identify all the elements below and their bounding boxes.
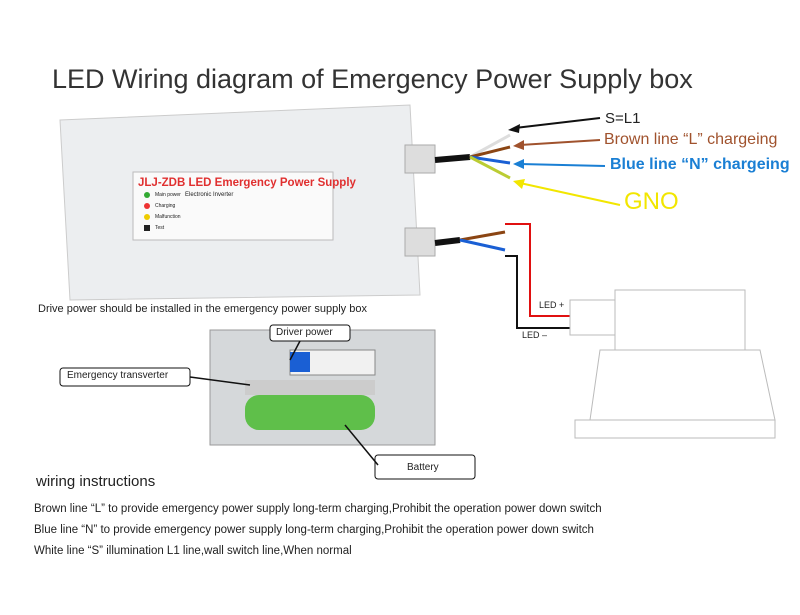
downlight-drawing: [569, 289, 776, 439]
callout-battery: Battery: [407, 462, 439, 473]
box-label-inverter: Electronic Inverter: [185, 192, 234, 198]
callout-driver-power: Driver power: [276, 327, 333, 338]
gno-label: GNO: [624, 188, 679, 215]
instructions-heading: wiring instructions: [36, 473, 156, 490]
battery-photo: [245, 395, 375, 430]
instruction-line: Blue line “N” to provide emergency power…: [34, 524, 594, 536]
cable-gland-bottom: [404, 227, 436, 257]
transverter-photo: [245, 380, 375, 395]
page-title: LED Wiring diagram of Emergency Power Su…: [52, 64, 693, 94]
led-minus-label: LED –: [522, 330, 548, 340]
s-line-label: S=L1: [605, 110, 641, 127]
led-plus-label: LED +: [539, 300, 565, 310]
drive-note: Drive power should be installed in the e…: [38, 303, 367, 315]
indicator-charging: Charging: [155, 203, 176, 209]
instruction-line: Brown line “L” to provide emergency powe…: [34, 503, 602, 515]
indicator-test: Test: [155, 225, 165, 231]
box-label-title: JLJ-ZDB LED Emergency Power Supply: [138, 177, 356, 189]
callout-transverter: Emergency transverter: [67, 370, 169, 381]
cable-gland-top: [404, 144, 436, 174]
brown-line-label: Brown line “L” chargeing: [604, 131, 778, 148]
blue-line-label: Blue line “N” chargeing: [610, 156, 790, 173]
box-label-plate: [132, 171, 334, 241]
instruction-line: White line “S” illumination L1 line,wall…: [34, 545, 352, 557]
indicator-malfunction: Malfunction: [155, 214, 181, 220]
indicator-main-power: Main power: [155, 192, 181, 198]
